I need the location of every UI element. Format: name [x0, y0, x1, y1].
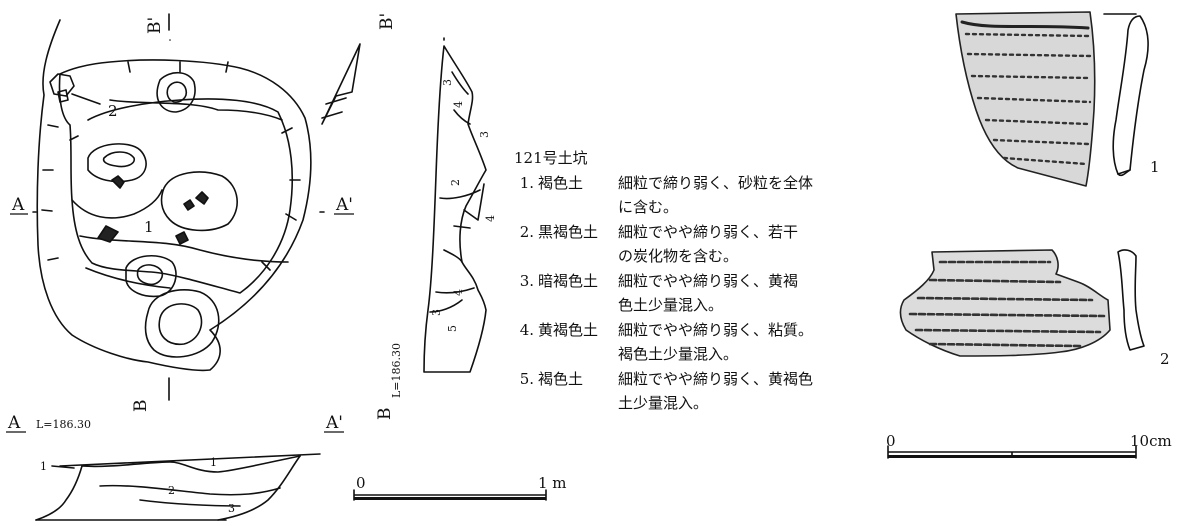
posthole-left	[87, 143, 147, 183]
label-b-prime-section: B'	[377, 13, 397, 30]
section-b-layer: 2	[449, 179, 462, 186]
section-b-layer: 4	[452, 101, 465, 108]
section-a	[35, 453, 321, 521]
section-a-layer: 3	[228, 502, 235, 515]
legend-entry-number: 5.	[519, 369, 534, 388]
legend-entry-continuation: の炭化物を含む。	[618, 247, 739, 265]
artifact-number-2: 2	[1160, 350, 1170, 368]
legend-entry-number: 2.	[519, 222, 534, 241]
plan-labels: A A' 2 1 B' B B'	[10, 13, 397, 412]
soil-layer-legend: 121号土坑 1. 褐色土 細粒で締り弱く、砂粒を全体 に含む。 2. 黒褐色土…	[514, 146, 884, 416]
pit-inner-outline	[58, 73, 294, 294]
scale-labels: 0 1 m 0 10cm	[356, 432, 1172, 492]
legend-entry-name: 暗褐色土	[538, 271, 599, 290]
legend-entry: 2. 黒褐色土 細粒でやや締り弱く、若干	[514, 220, 884, 245]
section-b-layer: 5	[446, 325, 459, 332]
section-a-layer: 2	[168, 484, 175, 497]
legend-entry-cont-row: に含む。	[514, 195, 884, 220]
scale-1m-label: 1 m	[538, 474, 567, 492]
legend-entry-number: 3.	[519, 271, 534, 290]
label-b-plan: B	[131, 400, 151, 413]
legend-entry-name: 褐色土	[538, 369, 584, 388]
stone-cluster	[49, 73, 75, 103]
legend-entry-continuation: 土少量混入。	[618, 394, 709, 412]
legend-entry-description: 細粒でやや締り弱く、黄褐	[618, 271, 799, 290]
legend-entry-description: 細粒でやや締り弱く、粘質。	[618, 320, 814, 339]
north-arrow	[321, 43, 361, 125]
posthole-center	[160, 171, 238, 232]
scale-10cm-zero: 0	[886, 432, 896, 450]
legend-entry-cont-row: 褐色土少量混入。	[514, 342, 884, 367]
section-b-layer: 3	[441, 79, 454, 86]
legend-entry-name: 黄褐色土	[538, 320, 599, 339]
pottery-profile-2	[1117, 249, 1145, 351]
legend-entry-number: 4.	[519, 320, 534, 339]
section-a-labels: A L=186.30 A' 1 1 2 3	[6, 413, 344, 515]
legend-entry-continuation: に含む。	[618, 198, 679, 216]
section-b-layer: 4	[452, 289, 465, 296]
legend-entry: 3. 暗褐色土 細粒でやや締り弱く、黄褐	[514, 269, 884, 294]
legend-entry-continuation: 色土少量混入。	[618, 296, 724, 314]
legend-entry-description: 細粒で締り弱く、砂粒を全体	[618, 173, 814, 192]
section-b	[423, 37, 487, 373]
artifact-number-1: 1	[1150, 158, 1160, 176]
scale-1m-zero: 0	[356, 474, 366, 492]
legend-entry-description: 細粒でやや締り弱く、若干	[618, 222, 799, 241]
section-b-labels: B L=186.30 3 4 3 2 4 3 4 5	[375, 79, 497, 420]
section-a-layer: 1	[210, 456, 217, 469]
label-a-prime-section: A'	[325, 413, 343, 433]
artifact-labels: 1 2	[1150, 158, 1170, 368]
scale-bar-10cm	[887, 445, 1137, 459]
plan-layer-2: 2	[108, 102, 118, 120]
section-b-layer: 4	[484, 215, 497, 222]
pottery-sherd-2	[899, 249, 1111, 357]
label-a-prime-plan: A'	[335, 195, 353, 215]
section-b-layer: 3	[430, 309, 443, 316]
legend-entry-description: 細粒でやや締り弱く、黄褐色	[618, 369, 814, 388]
legend-entry: 5. 褐色土 細粒でやや締り弱く、黄褐色	[514, 367, 884, 392]
legend-entry: 1. 褐色土 細粒で締り弱く、砂粒を全体	[514, 171, 884, 196]
label-a-section: A	[7, 413, 21, 433]
legend-entry-cont-row: 色土少量混入。	[514, 293, 884, 318]
legend-entry-continuation: 褐色土少量混入。	[618, 345, 739, 363]
section-b-layer: 3	[478, 131, 491, 138]
pit-plan	[32, 13, 325, 401]
pit-outer-outline	[36, 19, 312, 372]
plan-layer-1: 1	[144, 218, 154, 236]
scale-bar-1m	[353, 489, 547, 501]
scale-10cm-label: 10cm	[1130, 432, 1172, 450]
legend-entry-cont-row: 土少量混入。	[514, 391, 884, 416]
posthole-upper	[156, 71, 196, 113]
legend-entry-name: 褐色土	[538, 173, 584, 192]
legend-entry-number: 1.	[519, 173, 534, 192]
posthole-lower	[125, 255, 177, 298]
legend-entry-name: 黒褐色土	[538, 222, 599, 241]
label-a-plan: A	[11, 195, 25, 215]
label-elevation-a: L=186.30	[36, 418, 91, 431]
posthole-large	[144, 289, 220, 358]
pottery-profile-1	[1103, 13, 1149, 177]
legend-entry: 4. 黄褐色土 細粒でやや締り弱く、粘質。	[514, 318, 884, 343]
label-elevation-b: L=186.30	[390, 343, 403, 398]
legend-entry-cont-row: の炭化物を含む。	[514, 244, 884, 269]
section-a-layer: 1	[40, 460, 47, 473]
label-b-prime-plan: B'	[145, 17, 165, 34]
legend-title: 121号土坑	[514, 149, 588, 167]
pottery-sherd-1	[955, 11, 1096, 187]
label-b-section: B	[375, 408, 395, 421]
